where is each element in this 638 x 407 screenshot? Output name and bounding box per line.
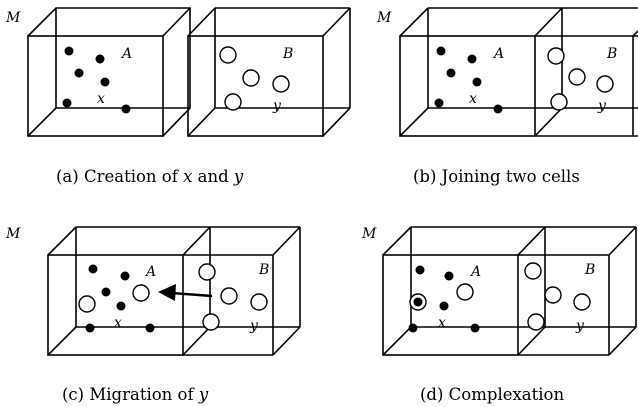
molecule-x [434,98,444,108]
panel-a-cell-b [187,7,351,137]
panel-d-caption: (d) Complexation [420,385,564,404]
molecule-x [408,323,418,333]
molecule-x [74,68,84,78]
molecule-x [95,54,105,64]
molecule-x [415,265,425,275]
molecule-x [145,323,155,333]
panel-d: M [361,226,637,404]
migration-arrow [158,284,213,301]
molecule-y [527,313,545,331]
panel-d-cell-b-molecules [524,262,591,331]
molecule-x [116,301,126,311]
molecule-x [436,46,446,56]
molecule-x [493,104,503,114]
molecule-y [242,69,260,87]
molecule-y [547,47,565,65]
molecule-y [596,75,614,93]
molecule-y [198,263,216,281]
molecule-y [568,68,586,86]
panel-d-cell-a-molecules [408,265,480,333]
panel-b: M A x [376,7,638,186]
molecule-y-migrating [132,284,150,302]
molecule-y [250,293,268,311]
panel-b-cell-a-label: A [492,46,504,62]
molecule-x [444,271,454,281]
molecule-x [120,271,130,281]
panel-a-membrane-label: M [5,10,21,26]
panel-c-caption: (c) Migration of y [62,385,209,404]
panel-c-joined-cells [47,226,301,356]
molecule-x [446,68,456,78]
panel-a-cell-a-label: A [120,46,132,62]
panel-c-membrane-label: M [5,226,21,242]
molecule-x [121,104,131,114]
panel-c-cell-a-label: A [144,264,156,280]
panel-b-cell-a-var: x [469,91,477,107]
molecule-y [544,286,562,304]
panel-a-cell-a-molecules [62,46,131,114]
panel-c-cell-b-molecules [198,263,268,331]
panel-b-cell-b-var: y [597,98,607,114]
panel-a: M A x [5,7,351,186]
panel-b-membrane-label: M [376,10,392,26]
panel-a-cell-b-var: y [272,98,282,114]
panel-c-cell-b-label: B [258,262,269,278]
panel-a-cell-b-label: B [282,46,293,62]
molecule-x [101,287,111,297]
panel-c-cell-b-var: y [249,318,259,334]
molecule-y [573,293,591,311]
panel-c-cell-a-var: x [114,315,122,331]
molecule-x [62,98,72,108]
panel-a-cell-a [27,7,191,137]
panel-b-cell-b-label: B [606,46,617,62]
panel-d-cell-a-label: A [469,264,481,280]
molecule-x [467,54,477,64]
molecule-x [472,77,482,87]
panel-d-membrane-label: M [361,226,377,242]
molecule-x [88,264,98,274]
panel-d-joined-cells [382,226,637,356]
molecule-y [550,93,568,111]
molecule-y [224,93,242,111]
panel-b-cell-b-molecules [547,47,614,111]
panel-b-caption: (b) Joining two cells [413,167,580,186]
panel-d-cell-a-var: x [438,315,446,331]
molecule-x [100,77,110,87]
complex-xy-core [413,297,423,307]
molecule-y [78,295,96,313]
panel-d-cell-b-label: B [584,262,595,278]
molecule-x [85,323,95,333]
panel-c: M [5,226,301,404]
molecule-y [524,262,542,280]
molecule-y [272,75,290,93]
molecule-y [456,283,474,301]
panel-b-cell-a-molecules [434,46,503,114]
molecule-x [64,46,74,56]
panel-c-cell-a-molecules [78,264,155,333]
molecule-y [219,46,237,64]
panel-a-caption: (a) Creation of x and y [56,167,244,186]
molecule-x [470,323,480,333]
panel-b-joined-cells [399,7,638,137]
panel-a-cell-b-molecules [219,46,290,111]
molecule-y [202,313,220,331]
molecule-x [439,301,449,311]
molecule-y [220,287,238,305]
panel-a-cell-a-var: x [97,91,105,107]
panel-d-cell-b-var: y [575,318,585,334]
